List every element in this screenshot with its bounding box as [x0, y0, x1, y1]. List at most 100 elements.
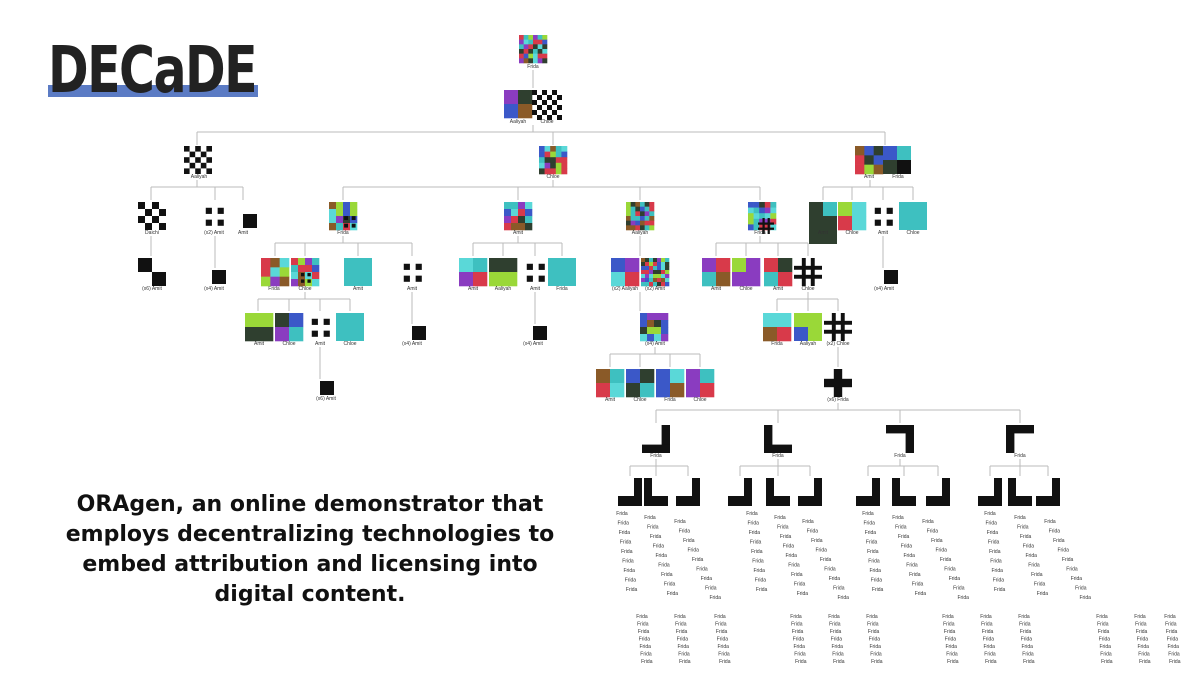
- artwork-thumbnail[interactable]: [291, 258, 320, 287]
- artwork-thumbnail[interactable]: [245, 313, 274, 342]
- artwork-thumbnail[interactable]: [838, 202, 867, 231]
- tile-cell: [661, 334, 669, 342]
- artwork-thumbnail[interactable]: [763, 313, 792, 342]
- artwork-thumbnail[interactable]: [1006, 425, 1034, 453]
- artwork-thumbnail[interactable]: [344, 216, 356, 228]
- tile-cell: [855, 146, 865, 156]
- node-label: Frida: [1049, 529, 1061, 535]
- artwork-thumbnail[interactable]: [897, 146, 911, 160]
- tile-cell: [654, 327, 662, 335]
- artwork-thumbnail[interactable]: [874, 207, 893, 226]
- artwork-thumbnail[interactable]: [519, 35, 548, 64]
- artwork-thumbnail[interactable]: [403, 263, 422, 282]
- artwork-thumbnail[interactable]: [205, 207, 224, 226]
- artwork-thumbnail[interactable]: [596, 369, 625, 398]
- artwork-thumbnail[interactable]: [686, 369, 715, 398]
- artwork-thumbnail[interactable]: [748, 202, 777, 231]
- tile-cell: [652, 478, 668, 496]
- artwork-thumbnail[interactable]: [897, 160, 911, 174]
- artwork-thumbnail[interactable]: [883, 146, 897, 160]
- artwork-thumbnail[interactable]: [412, 326, 426, 340]
- artwork-thumbnail[interactable]: [626, 369, 655, 398]
- artwork-thumbnail[interactable]: [809, 202, 823, 216]
- artwork-thumbnail[interactable]: [824, 313, 852, 341]
- artwork-thumbnail[interactable]: [320, 381, 334, 395]
- node-label: Frida: [862, 511, 874, 517]
- node-label: Frida: [716, 629, 728, 635]
- artwork-thumbnail[interactable]: [823, 202, 837, 216]
- artwork-thumbnail[interactable]: [794, 327, 808, 341]
- artwork-thumbnail[interactable]: [886, 425, 914, 453]
- artwork-thumbnail[interactable]: [883, 160, 897, 174]
- artwork-thumbnail[interactable]: [489, 258, 518, 287]
- tile-cell: [504, 223, 512, 231]
- artwork-thumbnail[interactable]: [732, 258, 761, 287]
- node-label: Frida: [983, 644, 995, 650]
- node-label: Frida: [1167, 644, 1179, 650]
- node-label: Amit: [238, 230, 249, 236]
- artwork-thumbnail[interactable]: [504, 202, 533, 231]
- artwork-thumbnail[interactable]: [764, 258, 793, 287]
- artwork-thumbnail[interactable]: [336, 313, 364, 341]
- artwork-thumbnail[interactable]: [640, 313, 669, 342]
- artwork-thumbnail[interactable]: [184, 146, 212, 174]
- artwork-thumbnail[interactable]: [641, 258, 670, 287]
- artwork-thumbnail[interactable]: [794, 258, 822, 286]
- tile-cell: [748, 218, 754, 225]
- artwork-thumbnail[interactable]: [261, 258, 290, 287]
- artwork-thumbnail[interactable]: [764, 425, 792, 453]
- artwork-thumbnail[interactable]: [539, 146, 568, 175]
- tile-cell: [753, 207, 760, 214]
- artwork-thumbnail[interactable]: [526, 263, 545, 282]
- artwork-thumbnail[interactable]: [275, 313, 304, 342]
- artwork-thumbnail[interactable]: [212, 270, 226, 284]
- tile-cell: [206, 157, 212, 163]
- artwork-thumbnail[interactable]: [855, 146, 884, 175]
- node-label: Frida: [677, 637, 689, 643]
- artwork-thumbnail[interactable]: [533, 326, 547, 340]
- tile-cell: [770, 213, 777, 220]
- artwork-thumbnail[interactable]: [626, 202, 655, 231]
- artwork-thumbnail[interactable]: [824, 369, 852, 397]
- node-label: Frida: [949, 576, 961, 582]
- artwork-thumbnail[interactable]: [758, 218, 774, 234]
- tile-cell: [291, 279, 299, 287]
- artwork-thumbnail[interactable]: [138, 202, 166, 230]
- node-label: Frida: [1037, 591, 1049, 597]
- tile-cell: [656, 383, 671, 398]
- tile-cell: [676, 478, 692, 496]
- artwork-thumbnail[interactable]: [656, 369, 685, 398]
- artwork-thumbnail[interactable]: [548, 258, 576, 286]
- tile-cell: [557, 115, 562, 120]
- tile-cell: [300, 272, 305, 277]
- artwork-thumbnail[interactable]: [702, 258, 731, 287]
- artwork-thumbnail[interactable]: [884, 270, 898, 284]
- artwork-thumbnail[interactable]: [504, 90, 533, 119]
- node-label: Frida: [640, 652, 652, 658]
- artwork-thumbnail[interactable]: [138, 258, 166, 286]
- artwork-thumbnail[interactable]: [243, 214, 257, 228]
- node-label: Frida: [797, 591, 809, 597]
- tile-cell: [138, 216, 145, 223]
- artwork-thumbnail[interactable]: [809, 216, 837, 244]
- artwork-thumbnail[interactable]: [611, 258, 640, 287]
- tile-cell: [661, 266, 666, 271]
- tile-cell: [205, 219, 212, 226]
- tile-cell: [511, 216, 519, 224]
- artwork-thumbnail[interactable]: [899, 202, 927, 230]
- node-label: Frida: [752, 559, 764, 565]
- tile-cell: [626, 206, 631, 212]
- node-label: Frida: [872, 587, 884, 593]
- artwork-thumbnail[interactable]: [311, 318, 330, 337]
- artwork-thumbnail[interactable]: [344, 258, 372, 286]
- artwork-thumbnail[interactable]: [300, 272, 311, 283]
- node-label: Frida: [906, 563, 918, 569]
- tile-cell: [596, 383, 611, 398]
- tile-cell: [279, 267, 290, 277]
- tile-cell: [653, 266, 658, 271]
- artwork-thumbnail[interactable]: [459, 258, 488, 287]
- artwork-thumbnail[interactable]: [532, 90, 562, 120]
- artwork-thumbnail[interactable]: [642, 425, 670, 453]
- node-label: Frida: [898, 534, 910, 540]
- tile-cell: [336, 209, 344, 217]
